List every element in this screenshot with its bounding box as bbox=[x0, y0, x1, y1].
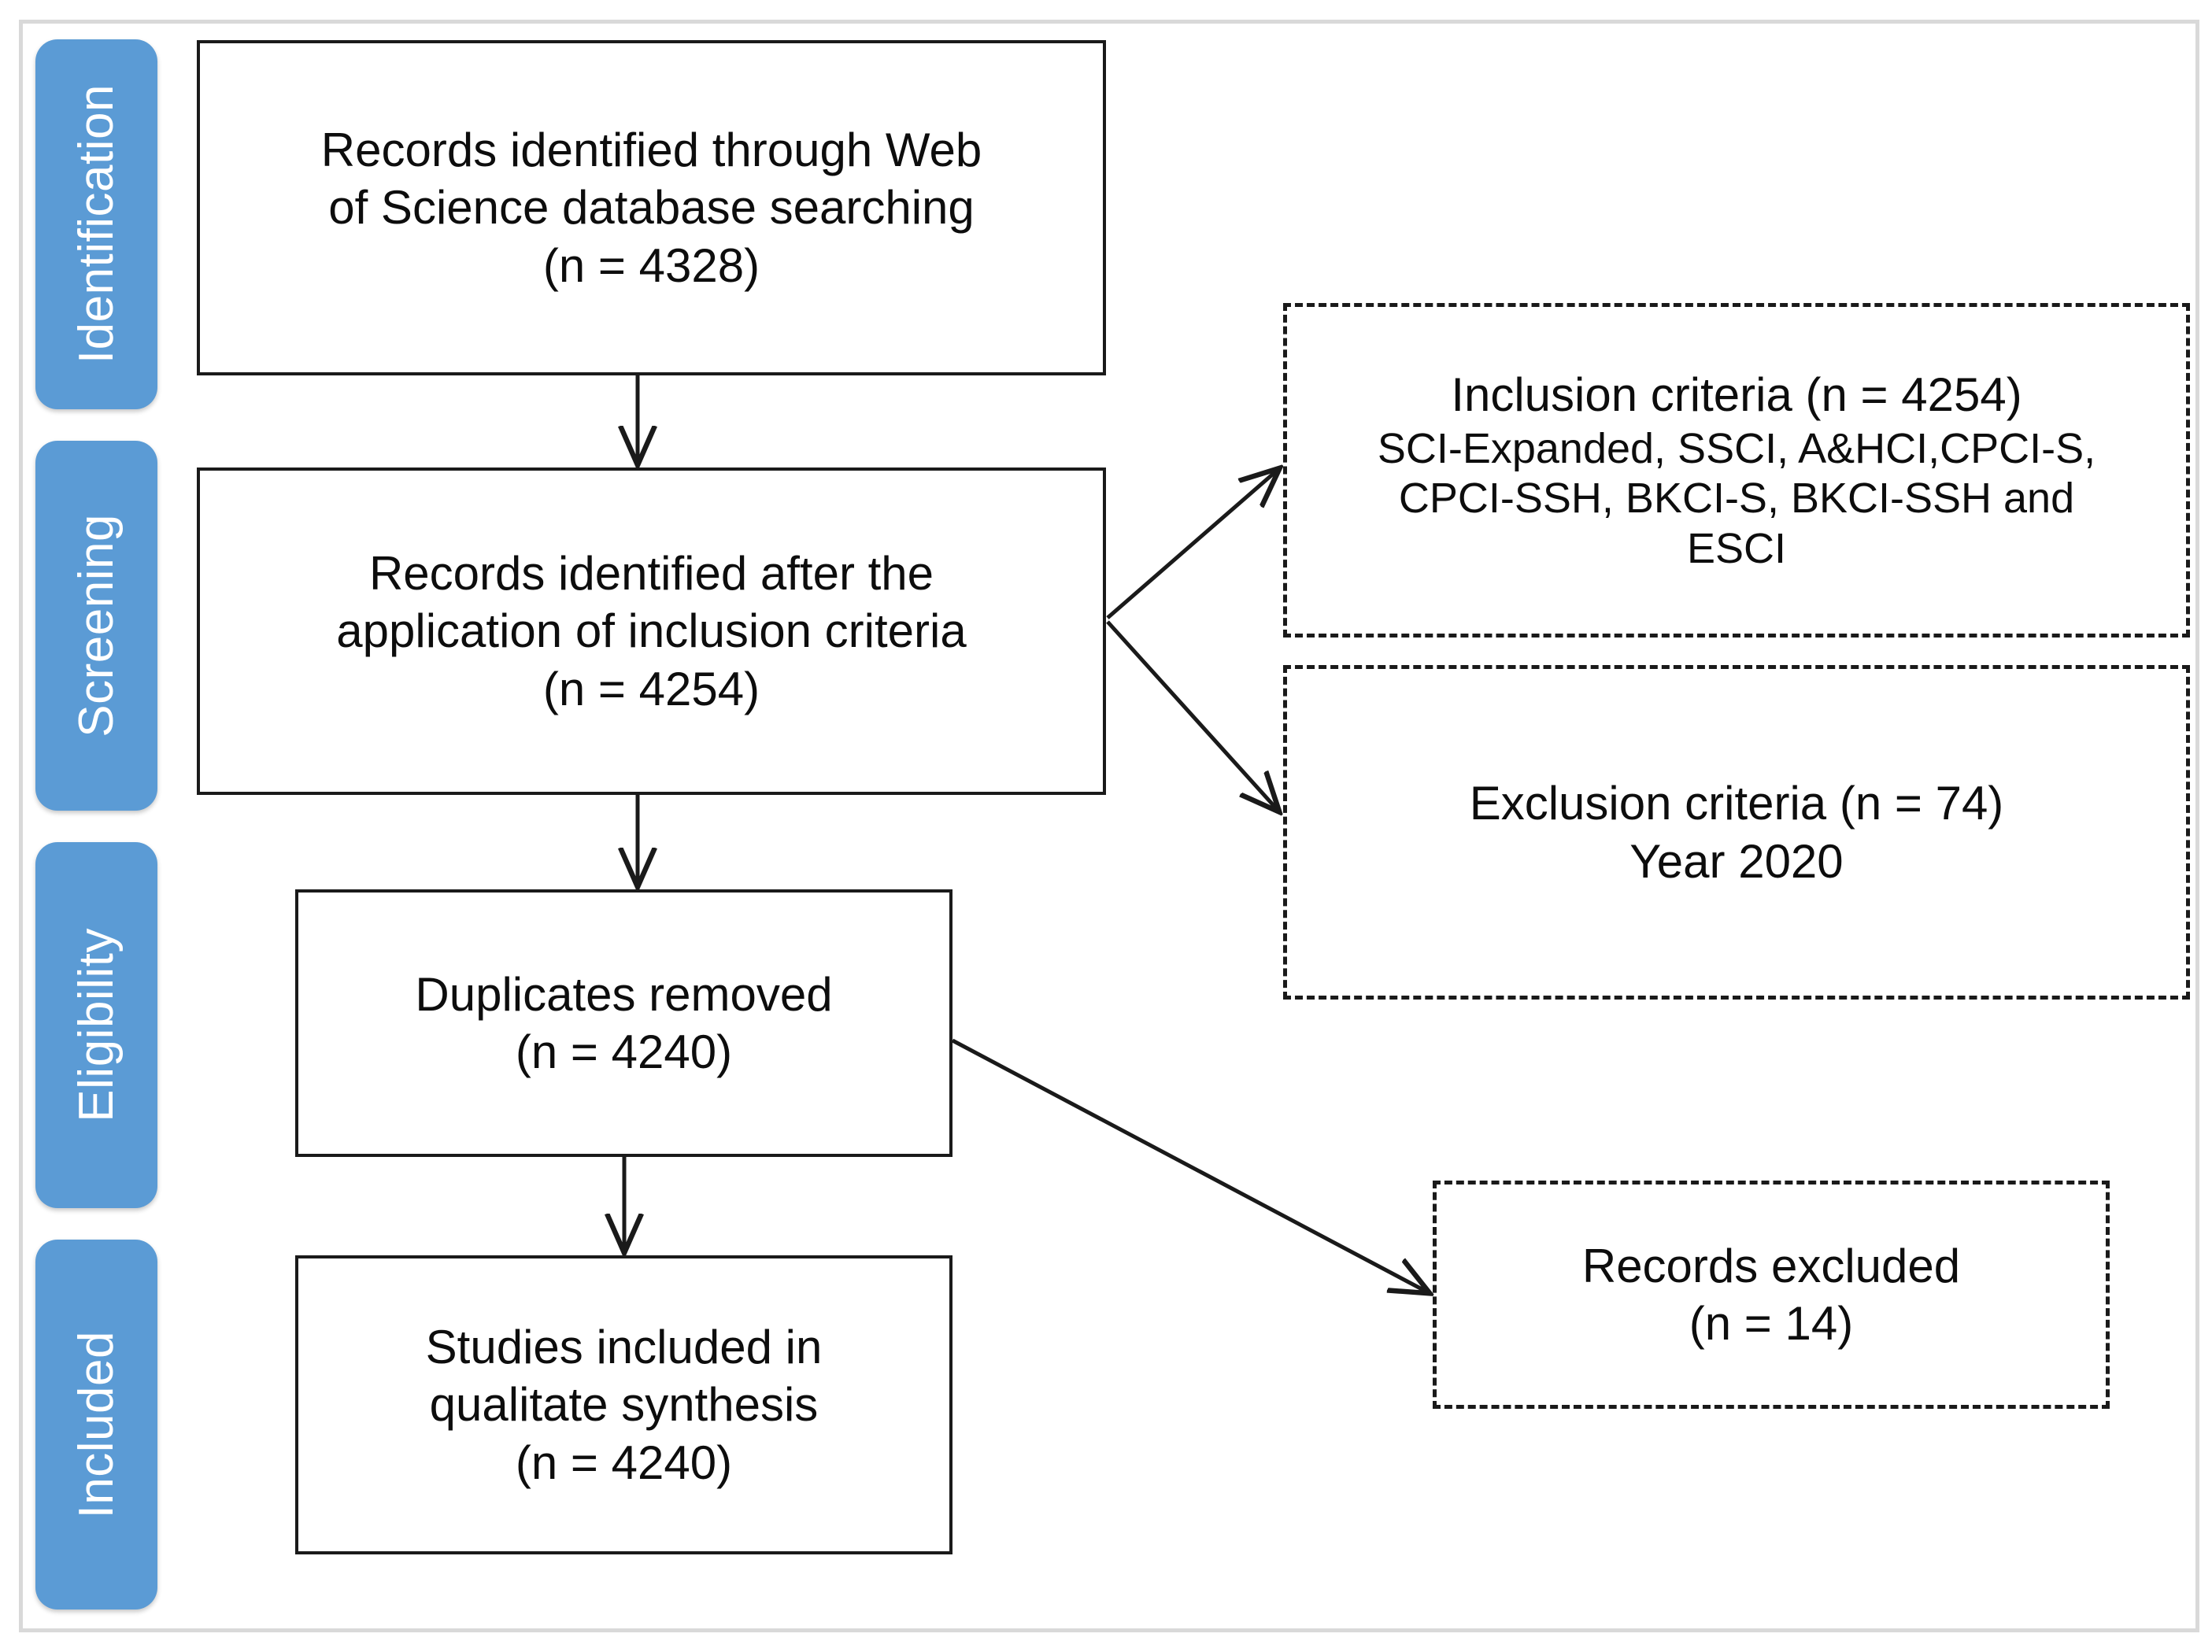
annotation-box-inclusion-criteria-title: Inclusion criteria (n = 4254) bbox=[1451, 368, 2022, 422]
annotation-box-inclusion-criteria-detail: SCI-Expanded, SSCI, A&HCI,CPCI-S, CPCI-S… bbox=[1377, 424, 2096, 572]
annotation-box-exclusion-criteria-detail: Year 2020 bbox=[1629, 834, 1844, 888]
annotation-box-exclusion-criteria: Exclusion criteria (n = 74) Year 2020 bbox=[1283, 665, 2190, 1000]
flow-box-studies-included-text: Studies included in qualitate synthesis … bbox=[425, 1321, 823, 1489]
flow-box-studies-included: Studies included in qualitate synthesis … bbox=[295, 1255, 952, 1554]
stage-tab-included: Included bbox=[35, 1240, 157, 1609]
annotation-box-inclusion-criteria: Inclusion criteria (n = 4254) SCI-Expand… bbox=[1283, 303, 2190, 638]
annotation-box-exclusion-criteria-title: Exclusion criteria (n = 74) bbox=[1469, 777, 2004, 830]
annotation-box-exclusion-criteria-content: Exclusion criteria (n = 74) Year 2020 bbox=[1470, 774, 2004, 889]
flow-box-after-inclusion: Records identified after the application… bbox=[197, 468, 1106, 795]
stage-tab-identification-label: Identification bbox=[68, 84, 124, 364]
stage-tab-screening: Screening bbox=[35, 441, 157, 811]
flow-box-duplicates-removed: Duplicates removed (n = 4240) bbox=[295, 889, 952, 1157]
stage-tab-identification: Identification bbox=[35, 39, 157, 409]
stage-tab-eligibility-label: Eligibility bbox=[68, 928, 124, 1122]
flow-box-identified-records: Records identified through Web of Scienc… bbox=[197, 40, 1106, 375]
flow-box-duplicates-removed-text: Duplicates removed (n = 4240) bbox=[415, 967, 833, 1078]
annotation-box-records-excluded: Records excluded (n = 14) bbox=[1433, 1181, 2110, 1409]
stage-tab-eligibility: Eligibility bbox=[35, 842, 157, 1208]
stage-tab-screening-label: Screening bbox=[68, 514, 124, 737]
annotation-box-inclusion-criteria-content: Inclusion criteria (n = 4254) SCI-Expand… bbox=[1378, 366, 2095, 574]
stage-tab-included-label: Included bbox=[68, 1330, 124, 1519]
flow-box-after-inclusion-text: Records identified after the application… bbox=[336, 547, 967, 715]
flow-box-identified-records-text: Records identified through Web of Scienc… bbox=[320, 124, 982, 292]
annotation-box-records-excluded-text: Records excluded (n = 14) bbox=[1581, 1239, 1961, 1350]
